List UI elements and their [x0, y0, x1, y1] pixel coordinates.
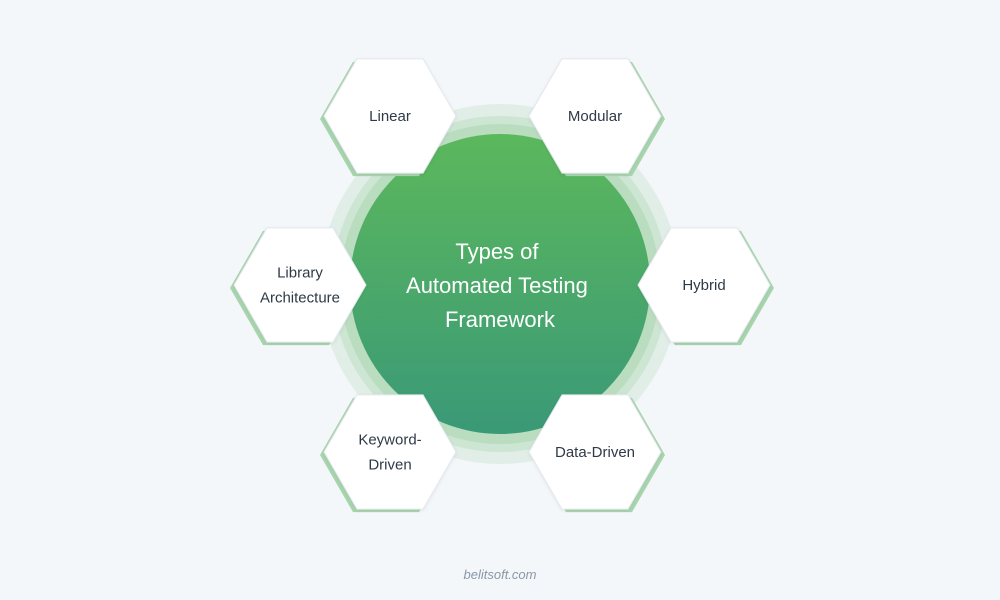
node-label: Data-Driven	[555, 444, 635, 461]
node-hexagon	[233, 227, 367, 343]
node-label-line: Driven	[368, 457, 411, 474]
node-linear: Linear	[320, 58, 457, 177]
center-title: Types of Automated Testing Framework	[406, 239, 594, 332]
node-keyword-driven: Keyword- Driven	[320, 394, 457, 513]
node-label: Hybrid	[682, 277, 725, 294]
footer-credit: belitsoft.com	[463, 567, 537, 582]
node-label-line: Hybrid	[682, 277, 725, 294]
node-label-line: Data-Driven	[555, 444, 635, 461]
node-label-line: Keyword-	[358, 432, 421, 449]
node-hybrid: Hybrid	[637, 227, 774, 346]
node-hexagon	[323, 394, 457, 510]
node-hexagon	[528, 58, 662, 174]
node-label-line: Library	[277, 265, 323, 282]
node-label-line: Linear	[369, 108, 411, 125]
node-hexagon	[637, 227, 771, 343]
node-modular: Modular	[528, 58, 665, 177]
node-label-line: Modular	[568, 108, 622, 125]
node-label: Keyword- Driven	[358, 432, 421, 474]
center-title-line: Automated Testing	[406, 273, 588, 298]
node-hexagon	[323, 58, 457, 174]
center-circle	[350, 134, 650, 434]
node-label-line: Architecture	[260, 290, 340, 307]
node-label: Linear	[369, 108, 411, 125]
center-title-line: Types of	[455, 239, 539, 264]
center-title-line: Framework	[445, 307, 556, 332]
node-label: Modular	[568, 108, 622, 125]
node-data-driven: Data-Driven	[528, 394, 665, 513]
node-hexagon	[528, 394, 662, 510]
